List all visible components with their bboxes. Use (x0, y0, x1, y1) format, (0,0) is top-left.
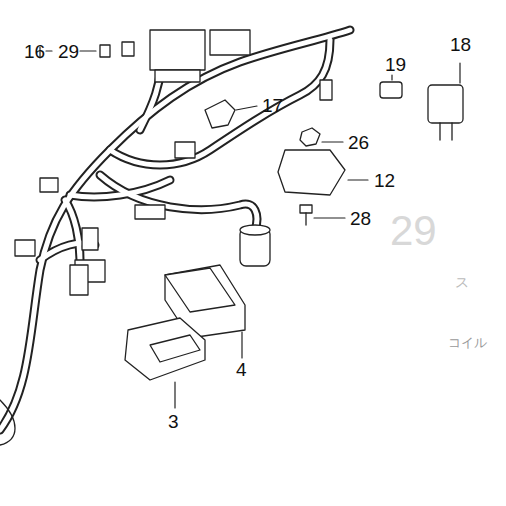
callout-number: 26 (348, 133, 369, 152)
callout-number: 16 (24, 42, 45, 61)
callout-number: 17 (262, 96, 283, 115)
callout-number: 12 (374, 171, 395, 190)
callout-number: 19 (385, 55, 406, 74)
faint-text: ス (455, 275, 469, 289)
callout-number: 29 (58, 42, 79, 61)
callout-number: 3 (168, 412, 179, 431)
callout-number: 4 (236, 360, 247, 379)
callout-number: 18 (450, 35, 471, 54)
faint-text: 29 (390, 210, 437, 252)
faint-text: コイル (448, 336, 487, 349)
callout-number: 28 (350, 209, 371, 228)
